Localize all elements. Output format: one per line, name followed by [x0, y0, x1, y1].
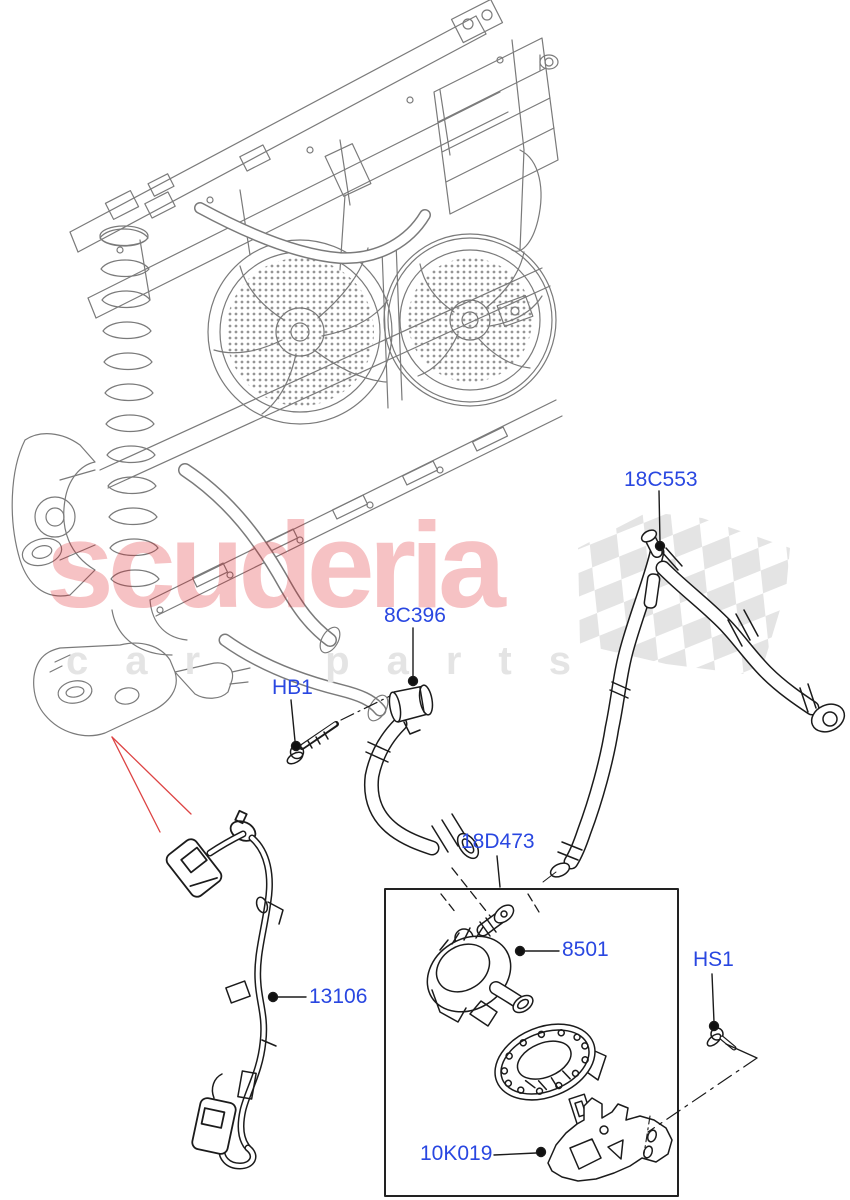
bracket-10k019-drawing	[547, 1093, 673, 1182]
mounted-bracket	[33, 642, 251, 737]
kit-box-18d473	[384, 888, 679, 1197]
radiator-slat-panel	[433, 37, 559, 328]
isolator-ring-drawing	[494, 1023, 607, 1101]
mid-hoses	[178, 202, 431, 722]
leader-lines	[267, 490, 720, 1158]
pump-8501-drawing	[426, 893, 540, 1027]
hose-8c396-drawing	[363, 684, 499, 927]
intercooler-hose	[99, 225, 188, 656]
callout-8C396[interactable]: 8C396	[384, 604, 446, 627]
callout-HB1[interactable]: HB1	[272, 676, 313, 699]
callout-HS1[interactable]: HS1	[693, 948, 734, 971]
wiring-harness-13106-drawing	[165, 809, 284, 1170]
watermark-tagline: car parts	[66, 639, 608, 683]
left-pipes-and-flange	[11, 433, 96, 597]
watermark-brand: scuderia	[46, 497, 506, 633]
callout-10K019[interactable]: 10K019	[420, 1142, 493, 1165]
hose-18c553-drawing	[542, 529, 846, 883]
callout-8501[interactable]: 8501	[562, 938, 609, 961]
callout-18C553[interactable]: 18C553	[624, 468, 698, 491]
callout-18D473[interactable]: 18D473	[461, 830, 535, 853]
red-pointer-lines	[111, 736, 192, 833]
callout-13106[interactable]: 13106	[309, 985, 368, 1008]
cooling-fans	[207, 143, 557, 425]
bolt-hs1-drawing	[647, 1027, 758, 1133]
